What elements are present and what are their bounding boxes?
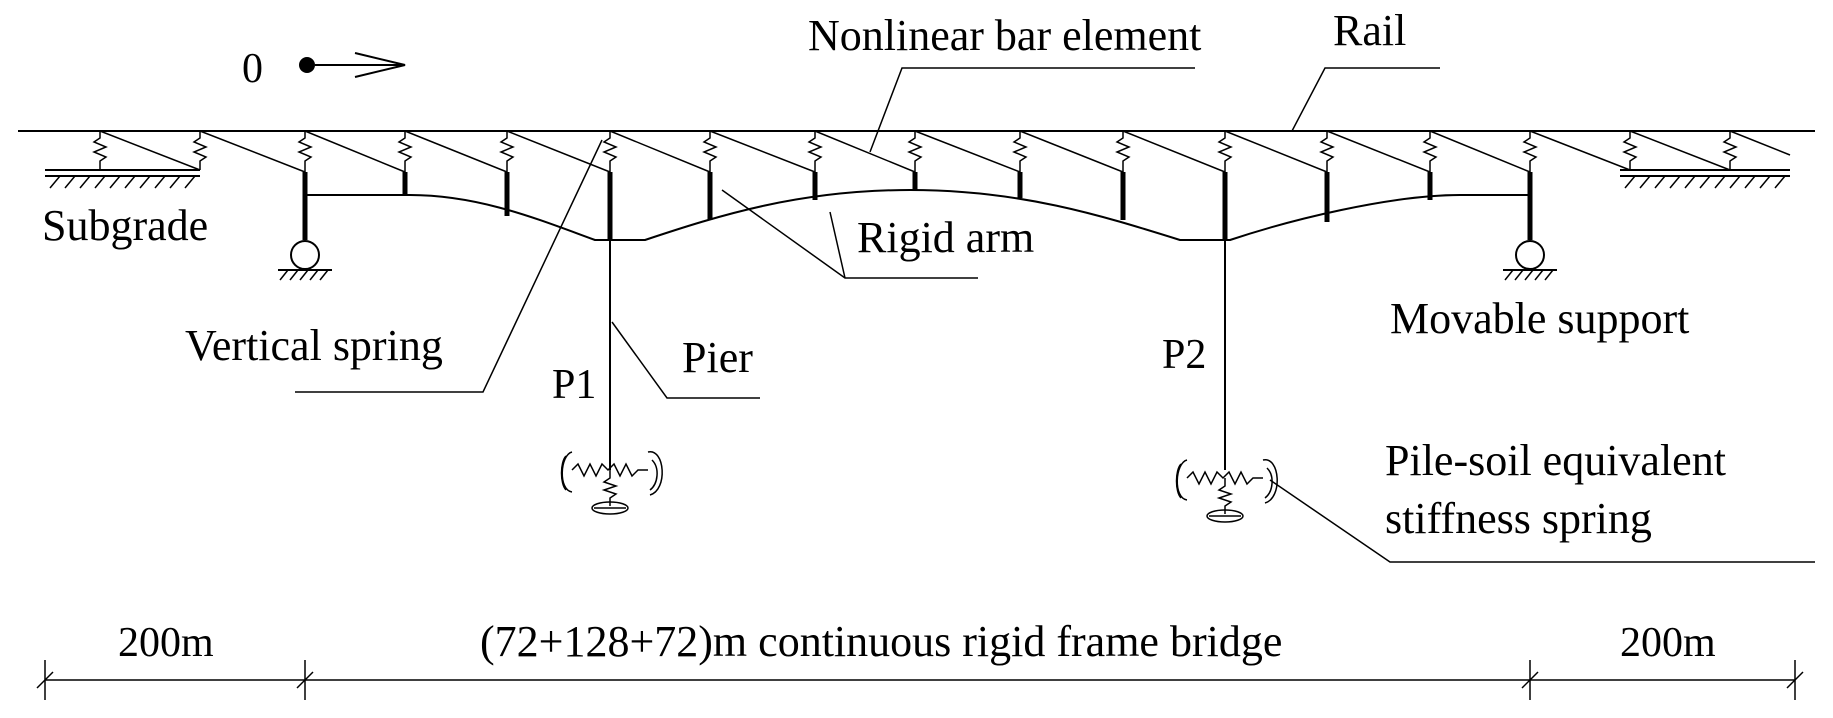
subgrade-right — [1620, 175, 1790, 189]
pile-soil-spring-p2 — [1175, 459, 1278, 523]
rigid-arm-label: Rigid arm — [857, 213, 1034, 262]
leader-rigid-arm-b — [829, 211, 846, 279]
pile-soil-label-line1: Pile-soil equivalent — [1385, 436, 1726, 485]
vertical-spring — [192, 131, 208, 170]
vertical-spring — [1722, 131, 1738, 170]
nonlinear-bar — [1429, 130, 1531, 173]
direction-arrow-head — [354, 52, 406, 78]
vertical-spring — [807, 131, 823, 172]
nonlinear-bar — [609, 130, 711, 173]
dimension-left-span: 200m — [118, 620, 214, 666]
vertical-spring — [1012, 131, 1028, 172]
nonlinear-bar — [814, 130, 916, 173]
direction-origin-label: 0 — [242, 46, 263, 92]
rail-label: Rail — [1333, 6, 1406, 55]
pier-label: Pier — [682, 333, 753, 382]
nonlinear-bar — [1529, 130, 1631, 171]
dimension-bridge-span: (72+128+72)m continuous rigid frame brid… — [480, 617, 1282, 666]
vertical-spring — [1522, 131, 1538, 172]
vertical-spring — [1319, 131, 1335, 172]
nonlinear-bar-label: Nonlinear bar element — [808, 11, 1201, 60]
nonlinear-bar — [1019, 130, 1124, 173]
vertical-spring — [297, 131, 313, 172]
movable-support-label: Movable support — [1390, 294, 1689, 343]
rigid-arm-group — [302, 172, 1533, 240]
nonlinear-bar — [304, 130, 406, 173]
movable-support-right — [1503, 240, 1557, 281]
pile-soil-label-line2: stiffness spring — [1385, 494, 1652, 543]
leader-pile-soil — [1269, 479, 1815, 563]
vertical-spring-label: Vertical spring — [185, 321, 443, 370]
direction-dot — [299, 57, 315, 73]
subgrade-left — [45, 175, 200, 189]
vertical-spring — [1422, 131, 1438, 172]
vertical-spring — [702, 131, 718, 172]
dimension-right-span: 200m — [1620, 620, 1716, 666]
nonlinear-bar — [1629, 130, 1731, 171]
leader-rail — [1291, 67, 1440, 132]
spring-bar-group — [92, 130, 1791, 173]
vertical-spring — [499, 131, 515, 172]
nonlinear-bar — [709, 130, 816, 173]
vertical-spring — [397, 131, 413, 172]
vertical-spring — [1115, 131, 1131, 172]
nonlinear-bar — [506, 130, 611, 173]
pier-p2-label: P2 — [1162, 332, 1206, 378]
nonlinear-bar — [1326, 130, 1431, 173]
subgrade-label: Subgrade — [42, 201, 208, 250]
nonlinear-bar — [99, 130, 201, 171]
leader-pier — [611, 321, 760, 399]
nonlinear-bar — [1122, 130, 1226, 173]
pile-soil-spring-p1 — [560, 451, 663, 515]
vertical-spring — [602, 131, 618, 172]
dimension-line — [36, 660, 1804, 700]
nonlinear-bar — [914, 130, 1021, 173]
leader-lines — [295, 67, 1815, 563]
nonlinear-bar — [404, 130, 508, 173]
vertical-spring — [1622, 131, 1638, 170]
vertical-spring — [1217, 131, 1233, 172]
leader-nonlinear-bar — [869, 67, 1195, 153]
movable-support-left — [278, 240, 332, 281]
girder-top — [305, 188, 1528, 241]
nonlinear-bar — [1729, 130, 1791, 156]
leader-vertical-spring — [295, 139, 603, 393]
vertical-spring — [92, 131, 108, 170]
vertical-spring — [907, 131, 923, 172]
pier-p1-label: P1 — [552, 362, 596, 408]
nonlinear-bar — [1224, 130, 1328, 173]
nonlinear-bar — [199, 130, 306, 173]
